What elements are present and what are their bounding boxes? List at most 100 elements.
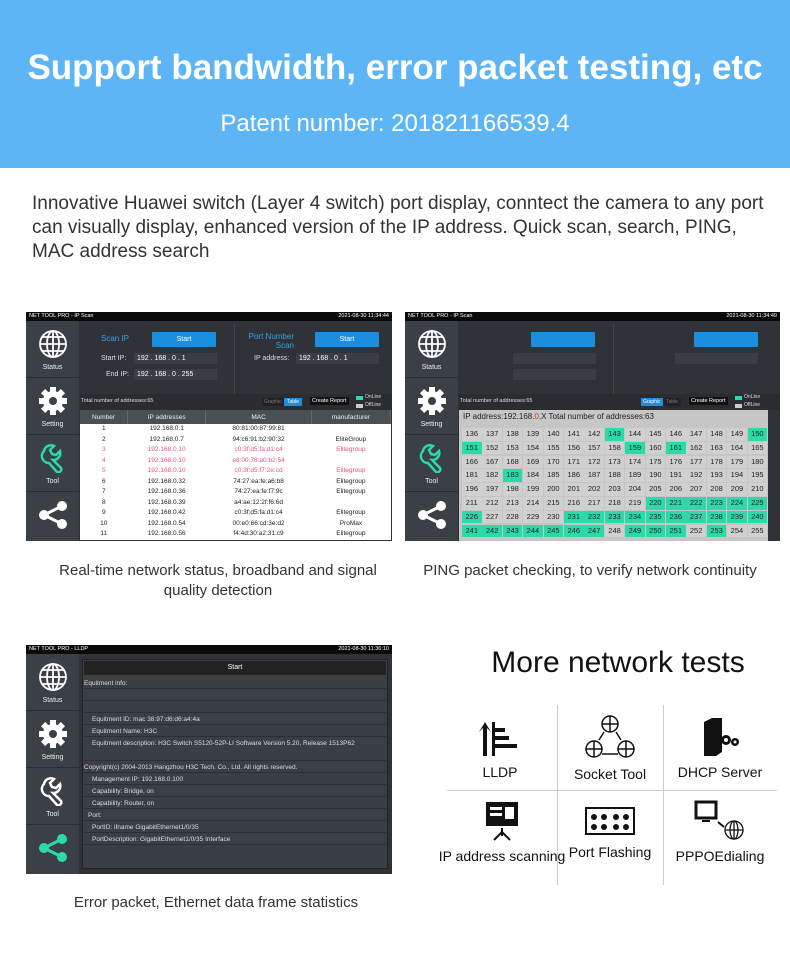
scan-ip-start-button[interactable] <box>531 332 595 347</box>
table-toggle[interactable]: Table <box>284 398 302 406</box>
ip-cell[interactable]: 183 <box>502 469 523 482</box>
ip-cell[interactable]: 224 <box>727 497 747 510</box>
ip-cell[interactable]: 166 <box>462 455 482 469</box>
ip-cell[interactable]: 194 <box>727 469 747 482</box>
ip-cell[interactable]: 217 <box>584 497 604 510</box>
ip-cell[interactable]: 211 <box>462 497 482 510</box>
ip-cell[interactable]: 244 <box>523 524 543 538</box>
ip-cell[interactable]: 220 <box>645 497 666 510</box>
lldp-start-button[interactable]: Start <box>84 661 386 675</box>
ip-cell[interactable]: 199 <box>523 483 543 496</box>
table-toggle[interactable]: Table <box>663 398 681 406</box>
ip-cell[interactable]: 254 <box>727 524 747 538</box>
ip-cell[interactable]: 214 <box>523 497 543 510</box>
ip-cell[interactable]: 145 <box>645 428 666 441</box>
ip-cell[interactable]: 174 <box>625 455 645 469</box>
ip-cell[interactable]: 154 <box>523 441 543 455</box>
ip-cell[interactable]: 202 <box>584 483 604 496</box>
ip-cell[interactable]: 167 <box>482 455 502 469</box>
ip-cell[interactable]: 146 <box>666 428 686 441</box>
ip-cell[interactable]: 143 <box>604 428 625 441</box>
ip-cell[interactable]: 232 <box>584 510 604 524</box>
ip-cell[interactable]: 248 <box>604 524 625 538</box>
scan-ip-start-button[interactable]: Start <box>152 332 216 347</box>
ip-cell[interactable]: 216 <box>564 497 584 510</box>
ip-cell[interactable]: 200 <box>543 483 564 496</box>
ip-cell[interactable]: 223 <box>706 497 727 510</box>
start-ip-input[interactable] <box>513 353 596 364</box>
tool-dhcp[interactable]: DHCP Server <box>665 716 775 780</box>
ip-cell[interactable]: 157 <box>584 441 604 455</box>
ip-cell[interactable]: 175 <box>645 455 666 469</box>
ip-cell[interactable]: 229 <box>523 510 543 524</box>
ip-cell[interactable]: 184 <box>523 469 543 482</box>
ip-cell[interactable]: 164 <box>727 441 747 455</box>
ip-cell[interactable]: 242 <box>482 524 502 538</box>
tool-ip-scanning[interactable]: IP address scanning <box>437 800 567 864</box>
ip-cell[interactable]: 151 <box>462 441 482 455</box>
ip-cell[interactable]: 226 <box>462 510 482 524</box>
ip-cell[interactable]: 250 <box>645 524 666 538</box>
ip-cell[interactable]: 196 <box>462 483 482 496</box>
ip-cell[interactable]: 180 <box>747 455 768 469</box>
ip-cell[interactable]: 201 <box>564 483 584 496</box>
ip-cell[interactable]: 208 <box>706 483 727 496</box>
ip-cell[interactable]: 245 <box>543 524 564 538</box>
ip-cell[interactable]: 203 <box>604 483 625 496</box>
sidebar-item-status[interactable]: Status <box>26 321 79 378</box>
ip-cell[interactable]: 231 <box>564 510 584 524</box>
ip-cell[interactable]: 239 <box>727 510 747 524</box>
sidebar-item-setting[interactable]: Setting <box>405 378 458 435</box>
ip-cell[interactable]: 212 <box>482 497 502 510</box>
sidebar-item-tool[interactable]: Tool <box>405 435 458 492</box>
ip-cell[interactable]: 182 <box>482 469 502 482</box>
end-ip-input[interactable] <box>513 369 596 380</box>
create-report-button[interactable]: Create Report <box>689 397 728 405</box>
ip-cell[interactable]: 209 <box>727 483 747 496</box>
ip-cell[interactable]: 188 <box>604 469 625 482</box>
ip-cell[interactable]: 173 <box>604 455 625 469</box>
ip-cell[interactable]: 159 <box>625 441 645 455</box>
ip-cell[interactable]: 169 <box>523 455 543 469</box>
ip-cell[interactable]: 225 <box>747 497 768 510</box>
ip-cell[interactable]: 236 <box>666 510 686 524</box>
ip-cell[interactable]: 177 <box>686 455 706 469</box>
sidebar-item-tool[interactable]: Tool <box>26 435 79 492</box>
port-scan-start-button[interactable]: Start <box>315 332 379 347</box>
sidebar-item-tool[interactable]: Tool <box>26 768 79 825</box>
ip-cell[interactable]: 255 <box>747 524 768 538</box>
ip-cell[interactable]: 233 <box>604 510 625 524</box>
create-report-button[interactable]: Create Report <box>310 397 349 405</box>
ip-cell[interactable]: 251 <box>666 524 686 538</box>
ip-cell[interactable]: 144 <box>625 428 645 441</box>
ip-cell[interactable]: 136 <box>462 428 482 441</box>
ip-cell[interactable]: 155 <box>543 441 564 455</box>
ip-cell[interactable]: 241 <box>462 524 482 538</box>
ip-cell[interactable]: 192 <box>686 469 706 482</box>
graphic-toggle[interactable]: Graphic <box>641 398 663 406</box>
sidebar-item-status[interactable]: Status <box>26 654 79 711</box>
ip-cell[interactable]: 176 <box>666 455 686 469</box>
column-header[interactable]: IP addresses <box>127 410 207 424</box>
ip-cell[interactable]: 207 <box>686 483 706 496</box>
ip-cell[interactable]: 187 <box>584 469 604 482</box>
ip-cell[interactable]: 141 <box>564 428 584 441</box>
start-ip-input[interactable]: 192 . 168 . 0 . 1 <box>134 353 217 364</box>
column-header[interactable]: MAC <box>205 410 312 424</box>
tool-lldp[interactable]: LLDP <box>445 718 555 780</box>
ip-cell[interactable]: 222 <box>686 497 706 510</box>
ip-cell[interactable]: 186 <box>564 469 584 482</box>
ip-cell[interactable]: 160 <box>645 441 666 455</box>
ip-cell[interactable]: 240 <box>747 510 768 524</box>
ip-cell[interactable]: 149 <box>727 428 747 441</box>
ip-cell[interactable]: 153 <box>502 441 523 455</box>
ip-cell[interactable]: 253 <box>706 524 727 538</box>
ip-cell[interactable]: 142 <box>584 428 604 441</box>
ip-cell[interactable]: 148 <box>706 428 727 441</box>
